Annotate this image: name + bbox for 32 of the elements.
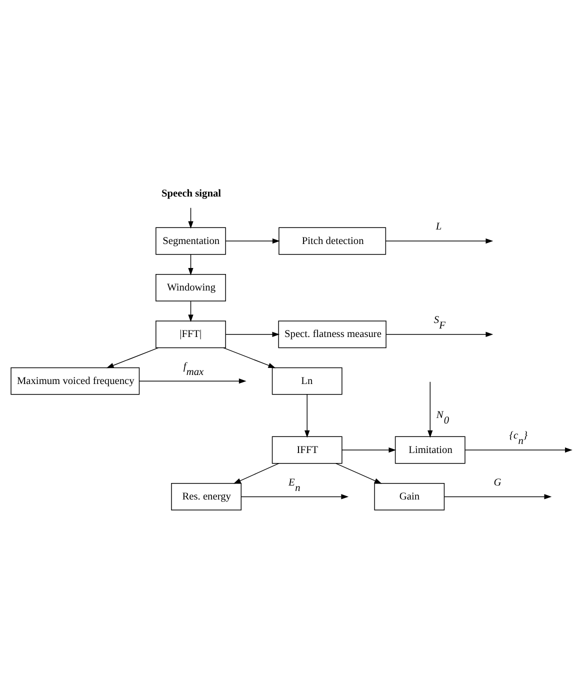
node-box: Maximum voiced frequency	[10, 367, 140, 395]
node-box: Gain	[374, 482, 445, 510]
arrow	[336, 463, 382, 484]
arrow	[188, 300, 194, 322]
arrow	[225, 238, 280, 244]
node-box: Res. energy	[171, 482, 242, 510]
arrow	[304, 394, 310, 438]
node-box: IFFT	[272, 436, 342, 464]
node-box: Windowing	[156, 274, 226, 302]
node-box: Segmentation	[156, 227, 226, 255]
node-box: Limitation	[394, 436, 466, 464]
arrow	[240, 494, 349, 500]
arrow	[138, 378, 246, 384]
arrow	[106, 347, 159, 368]
arrow	[233, 463, 280, 484]
node-box: Spect. flatness measure	[278, 320, 386, 348]
arrow	[223, 347, 276, 368]
arrow	[188, 208, 194, 229]
node-text: Speech signal	[161, 188, 222, 200]
edge-label: L	[436, 222, 442, 233]
arrow	[225, 332, 280, 337]
node-box: |FFT|	[156, 320, 226, 348]
arrow	[342, 447, 396, 453]
node-box: Ln	[272, 367, 342, 395]
arrow	[188, 254, 194, 276]
edge-label: G	[494, 477, 502, 488]
arrow	[386, 332, 494, 337]
arrow	[444, 494, 552, 500]
node-box: Pitch detection	[278, 227, 386, 255]
arrow	[464, 447, 572, 453]
arrow	[428, 382, 433, 438]
arrow	[385, 238, 494, 244]
